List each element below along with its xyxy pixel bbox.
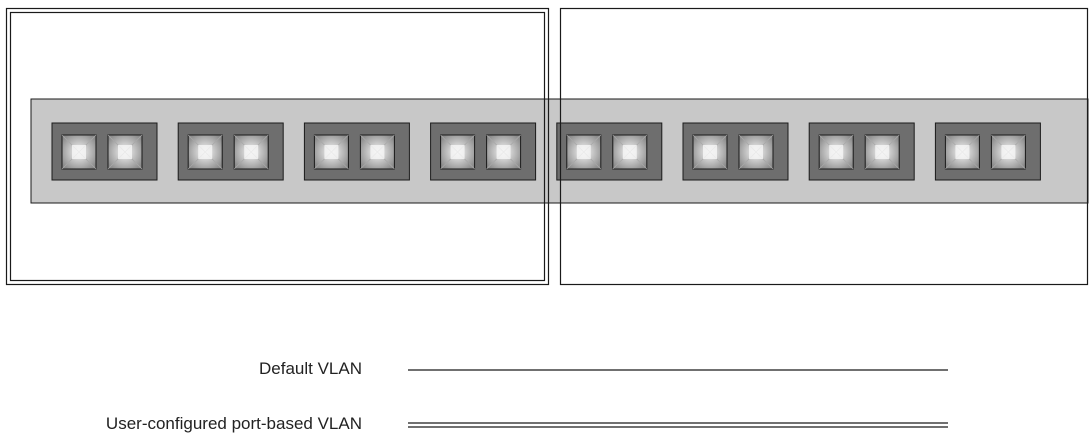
default-vlan-region [559, 7, 1089, 286]
port-module [556, 122, 663, 181]
port [990, 134, 1026, 170]
port-module [51, 122, 158, 181]
port [864, 134, 900, 170]
port-module [303, 122, 410, 181]
port-module [934, 122, 1041, 181]
port [818, 134, 854, 170]
port-module [682, 122, 789, 181]
port [61, 134, 97, 170]
port-module [177, 122, 284, 181]
port [233, 134, 269, 170]
legend-default-vlan-label: Default VLAN [259, 359, 362, 378]
port-module [430, 122, 537, 181]
port [566, 134, 602, 170]
port [313, 134, 349, 170]
user-vlan-region [5, 7, 550, 286]
port [486, 134, 522, 170]
port [359, 134, 395, 170]
port [107, 134, 143, 170]
port [692, 134, 728, 170]
port [187, 134, 223, 170]
legend-user-vlan-label: User-configured port-based VLAN [105, 414, 362, 433]
legend-user-line [408, 422, 948, 428]
port [944, 134, 980, 170]
port-modules [51, 122, 1041, 181]
port [738, 134, 774, 170]
port [612, 134, 648, 170]
port-module [808, 122, 915, 181]
port [440, 134, 476, 170]
